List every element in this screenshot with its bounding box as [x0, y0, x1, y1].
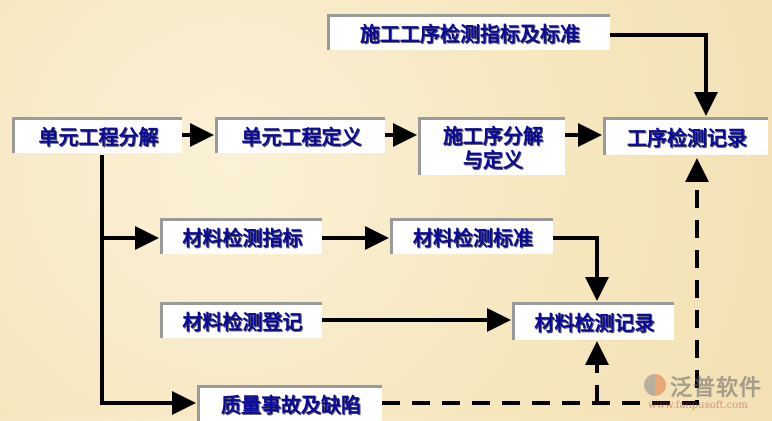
arrow-std-to-mat-record — [553, 236, 609, 301]
logo-name: 泛普软件 — [670, 376, 763, 401]
node-label: 施工序分解与定义 — [443, 123, 543, 172]
node-label: 施工工序检测指标及标准 — [360, 21, 580, 46]
arrow-std-to-record — [610, 33, 718, 116]
node-quality-defects: 质量事故及缺陷 — [197, 385, 382, 421]
node-material-standard: 材料检测标准 — [390, 218, 553, 254]
logo-mark-icon — [644, 374, 666, 396]
node-inspection-standard: 施工工序检测指标及标准 — [327, 14, 610, 50]
node-label: 材料检测登记 — [182, 309, 303, 334]
node-material-registration: 材料检测登记 — [160, 302, 322, 338]
dashed-quality-to-record — [382, 158, 709, 405]
node-label: 材料检测记录 — [534, 310, 655, 335]
node-label: 工序检测记录 — [627, 125, 747, 150]
logo-url: www.fanpusoft.com — [648, 400, 748, 411]
watermark-logo: 泛普软件 www.fanpusoft.com — [640, 370, 772, 417]
trunk-line — [100, 155, 196, 415]
node-label: 单元工程定义 — [241, 124, 362, 149]
node-process-record: 工序检测记录 — [603, 117, 768, 155]
node-label: 质量事故及缺陷 — [221, 392, 361, 417]
node-process-decomposition: 施工序分解与定义 — [418, 117, 565, 175]
node-label: 单元工程分解 — [38, 124, 159, 149]
node-label: 材料检测标准 — [413, 225, 533, 250]
node-label: 材料检测指标 — [182, 225, 303, 250]
node-unit-decomposition: 单元工程分解 — [12, 117, 182, 153]
node-unit-definition: 单元工程定义 — [215, 117, 385, 153]
node-material-index: 材料检测指标 — [160, 218, 322, 254]
node-material-record: 材料检测记录 — [512, 302, 674, 340]
